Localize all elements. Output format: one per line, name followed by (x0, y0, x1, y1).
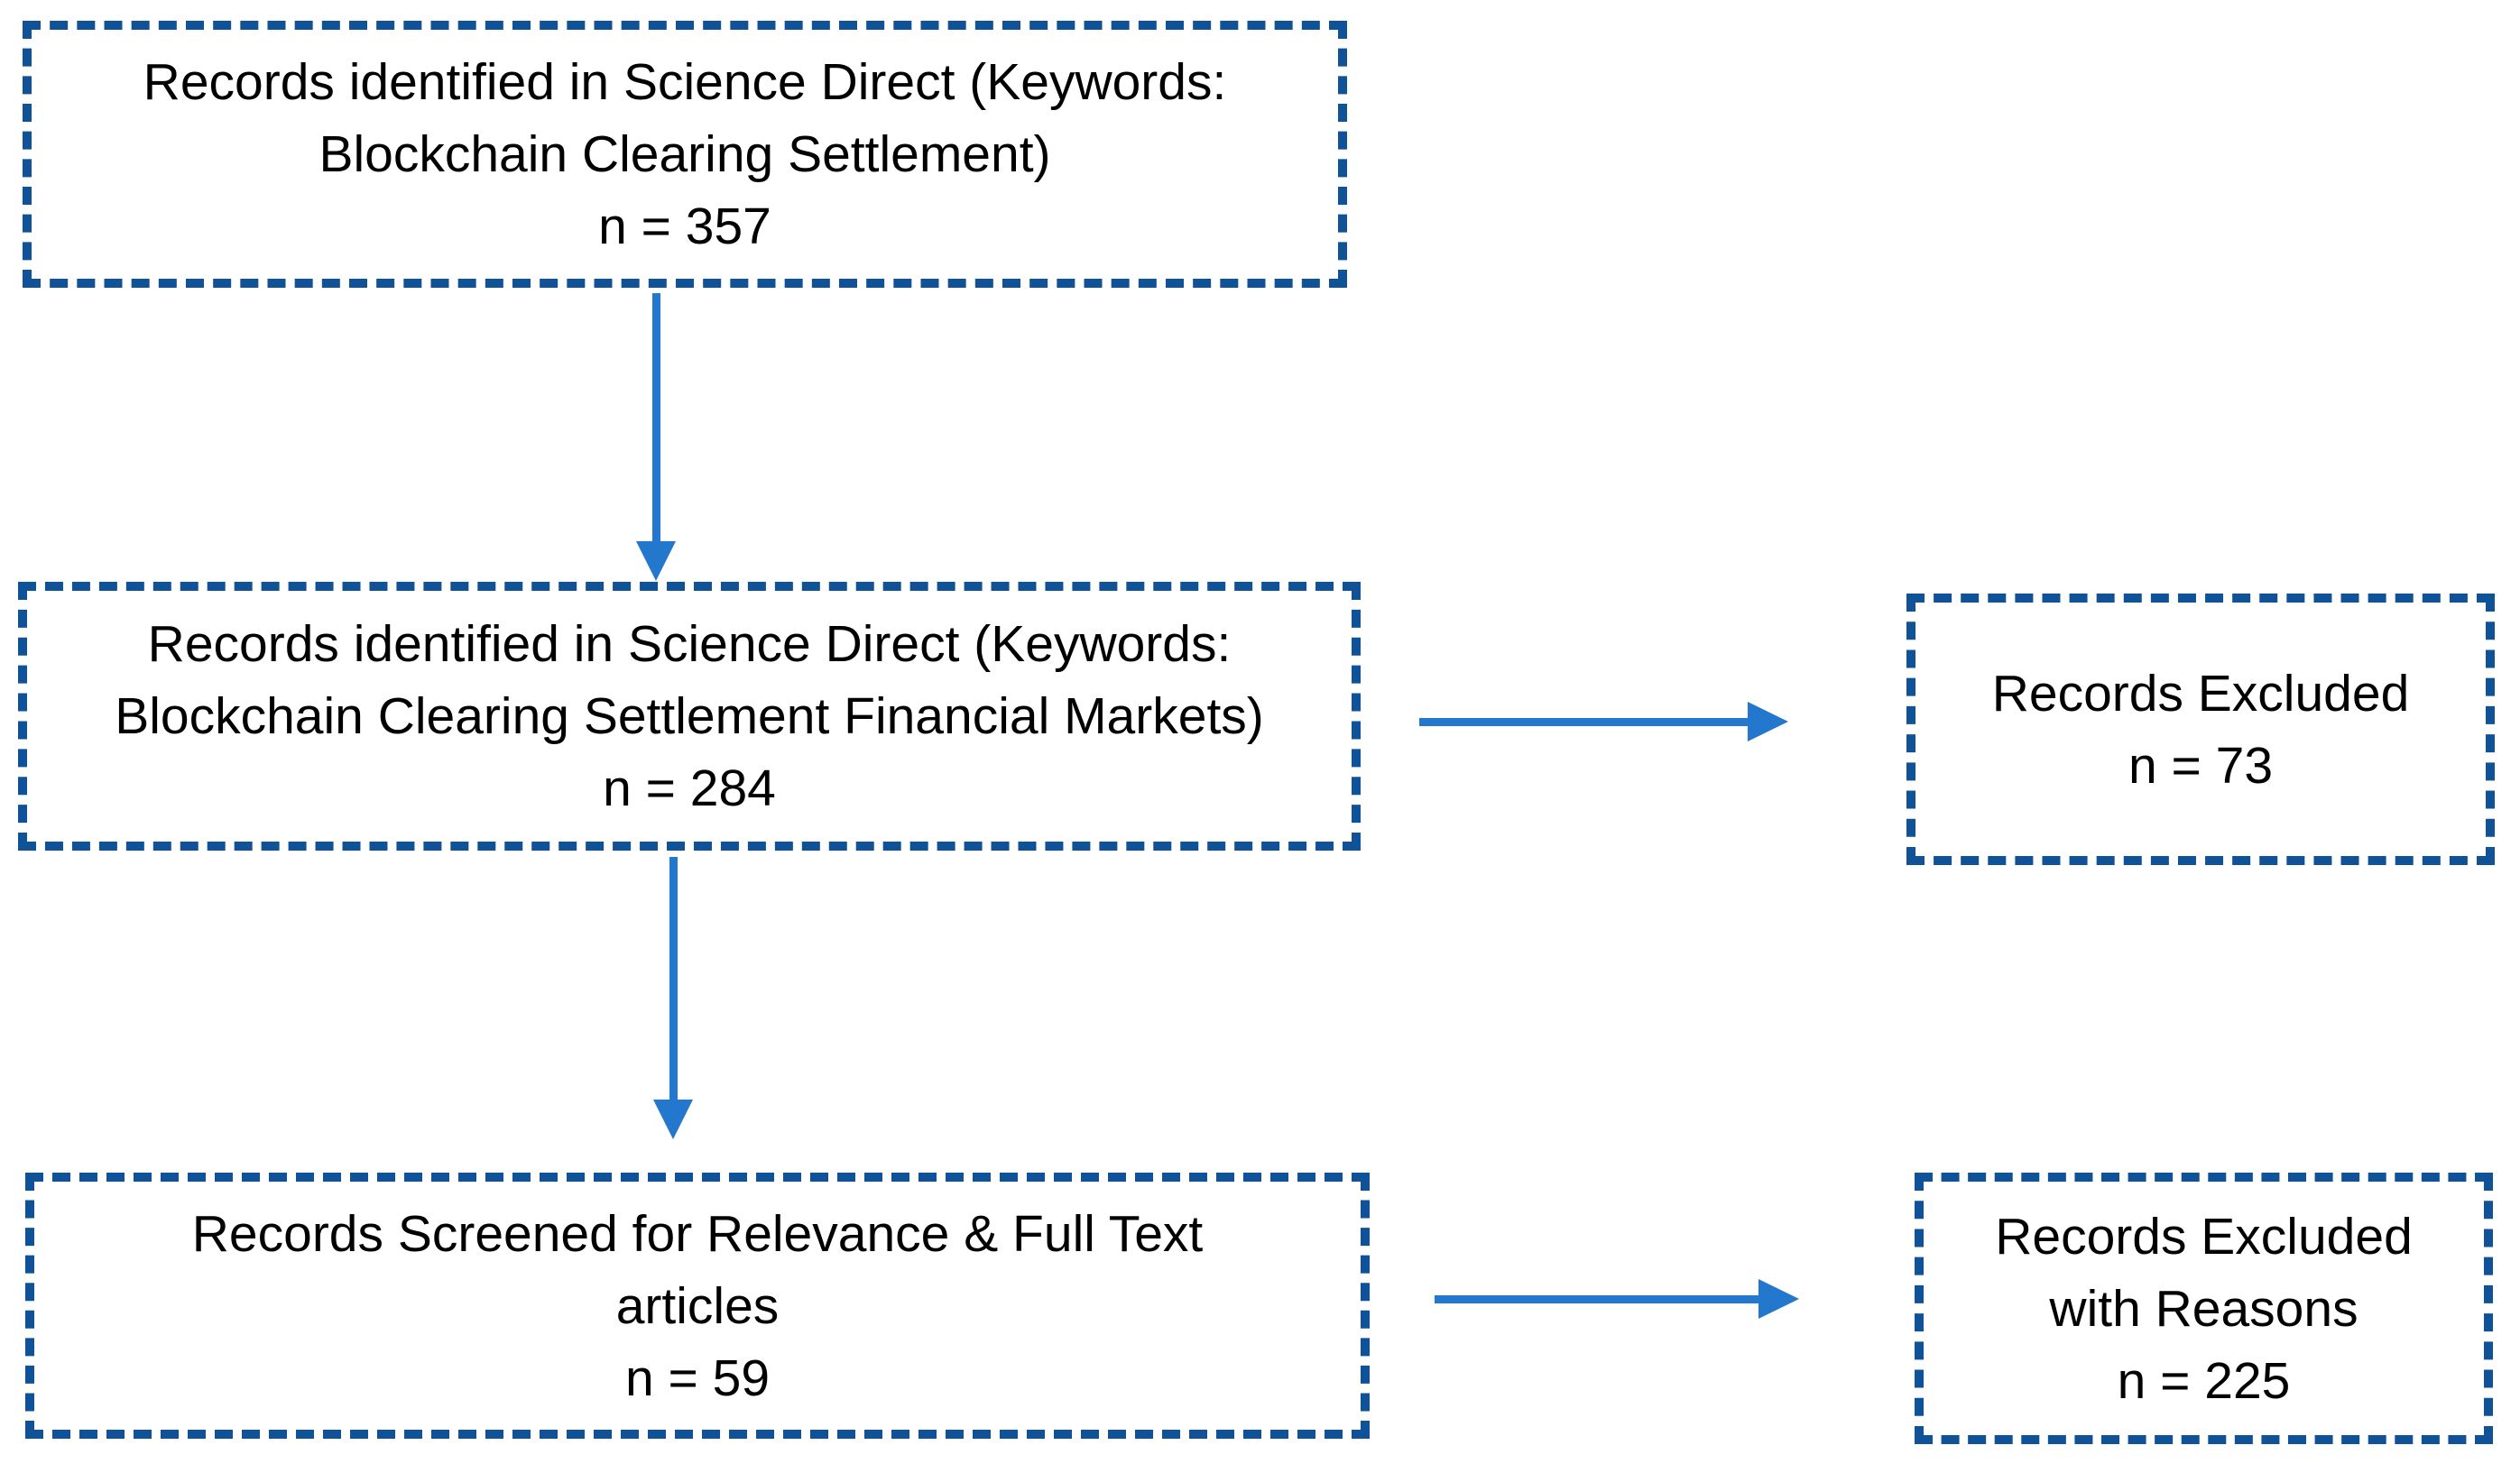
box-text-line: Blockchain Clearing Settlement Financial… (115, 687, 1264, 745)
box-count-line: n = 284 (603, 760, 776, 817)
box-text-line: Records identified in Science Direct (Ke… (143, 53, 1227, 111)
box-count-line: n = 73 (2128, 736, 2274, 795)
box-text-line: Blockchain Clearing Settlement) (318, 125, 1051, 183)
arrow-head (653, 1100, 693, 1139)
flow-box-records-excluded: Records Excluded n = 73 (1906, 594, 2495, 865)
box-count-line: n = 59 (624, 1349, 771, 1407)
box-count-line: n = 357 (598, 198, 771, 255)
box-text-line: with Reasons (2049, 1279, 2358, 1338)
box-text-line: Records identified in Science Direct (Ke… (147, 615, 1232, 673)
flow-box-records-excluded-with-reasons: Records Excluded with Reasons n = 225 (1915, 1173, 2493, 1444)
flow-box-records-screened: Records Screened for Relevance & Full Te… (25, 1173, 1370, 1439)
box-text-line: Records Screened for Relevance & Full Te… (191, 1204, 1204, 1263)
box-text-line: Records Excluded (1995, 1207, 2413, 1266)
flow-box-records-identified-1: Records identified in Science Direct (Ke… (23, 21, 1347, 288)
arrow-head (636, 541, 676, 581)
flow-box-records-identified-2: Records identified in Science Direct (Ke… (18, 582, 1361, 851)
box-text-line: Records Excluded (1991, 664, 2410, 723)
arrow-shaft (1435, 1295, 1761, 1303)
box-text-line: articles (615, 1276, 780, 1335)
arrow-shaft (652, 293, 660, 544)
arrow-shaft (669, 857, 678, 1102)
arrow-head (1748, 702, 1788, 741)
arrow-shaft (1419, 718, 1750, 726)
arrow-head (1758, 1279, 1799, 1319)
box-count-line: n = 225 (2117, 1351, 2291, 1410)
